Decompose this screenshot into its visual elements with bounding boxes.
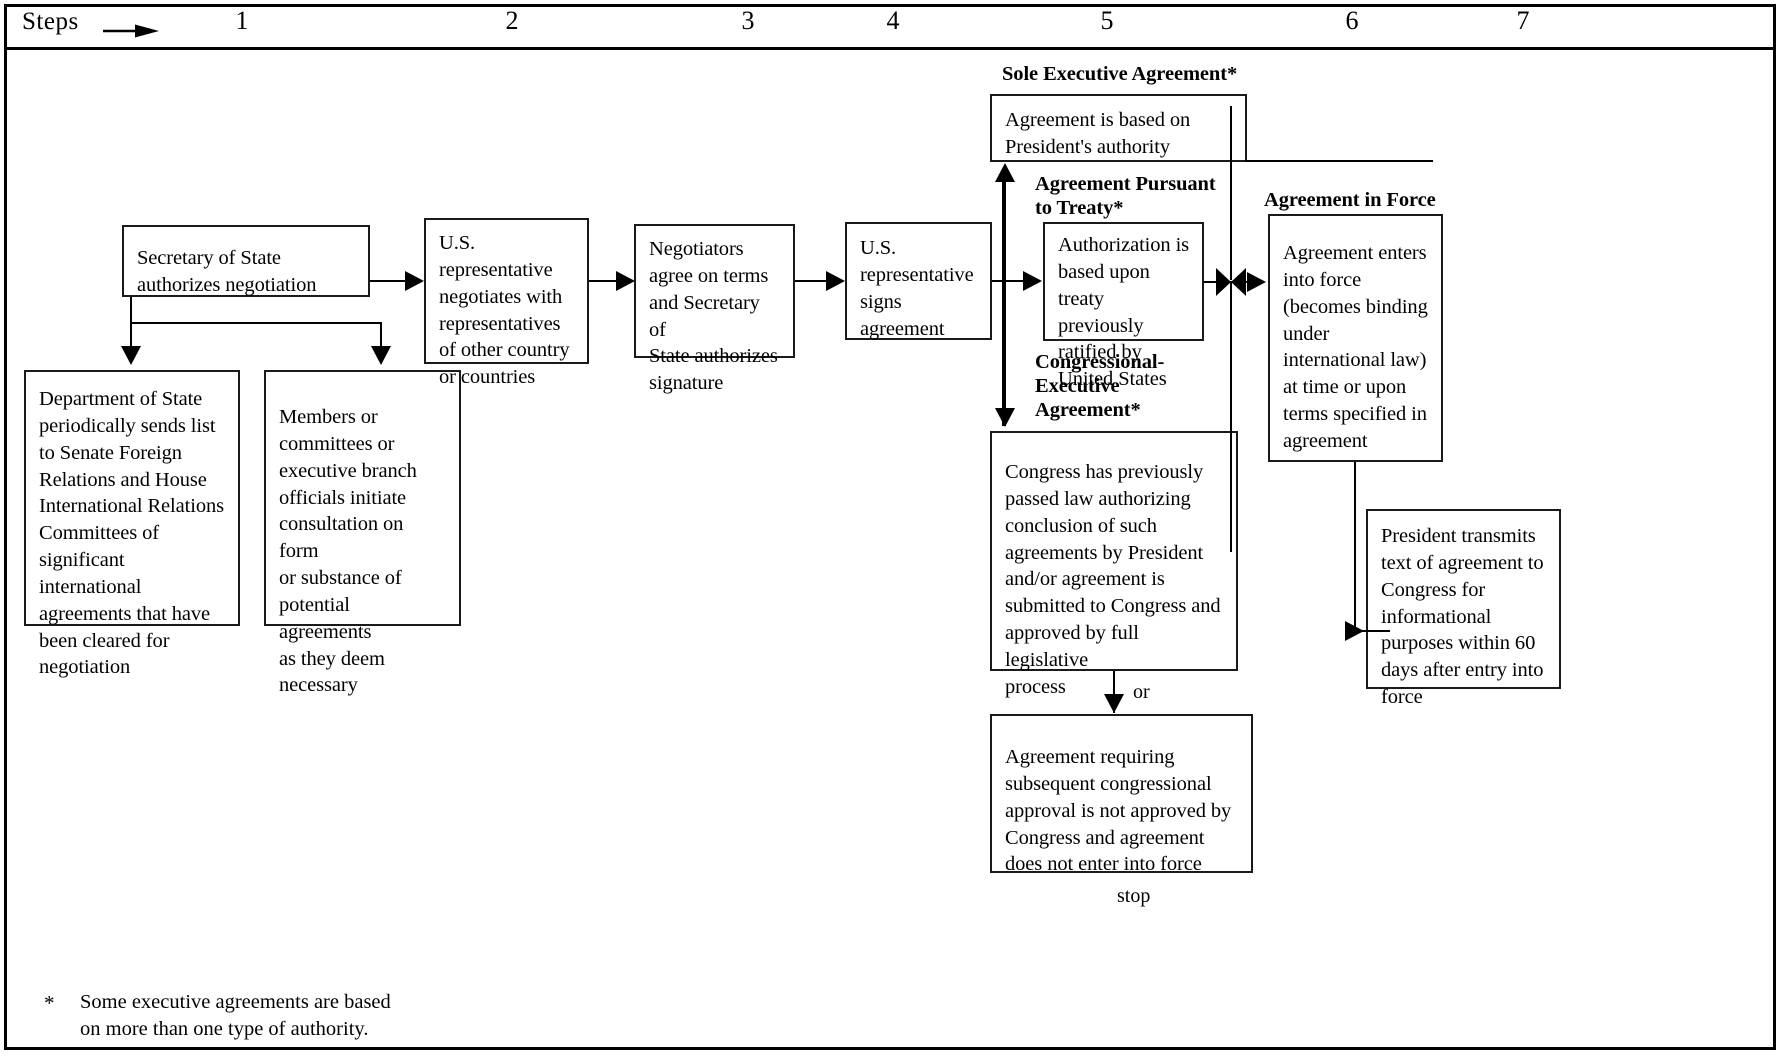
connector-secretary-to-usrep bbox=[370, 280, 408, 282]
caption-congressional-executive-agreement: Congressional- Executive Agreement* bbox=[1035, 351, 1165, 422]
box-congress-previously-passed-law: Congress has previously passed law autho… bbox=[990, 431, 1238, 698]
connector-label-or: or bbox=[1133, 681, 1150, 703]
arrowhead-down-icon bbox=[1104, 694, 1124, 713]
box-negotiators-agree-on-terms: Negotiators agree on terms and Secretary… bbox=[634, 224, 795, 394]
box-text: Agreement requiring subsequent congressi… bbox=[1005, 746, 1232, 876]
connector-negotiators-to-signs bbox=[795, 280, 830, 282]
arrowhead-right-icon bbox=[1247, 272, 1266, 292]
right-arrow-icon bbox=[103, 24, 159, 38]
step-number-3: 3 bbox=[741, 6, 755, 35]
merge-point-icon bbox=[1216, 268, 1246, 296]
box-text: Negotiators agree on terms and Secretary… bbox=[649, 238, 778, 395]
box-president-transmits-text: President transmits text of agreement to… bbox=[1366, 509, 1561, 708]
step-number-4: 4 bbox=[886, 6, 900, 35]
box-members-committees-consultation: Members or committees or executive branc… bbox=[264, 370, 461, 696]
arrowhead-right-icon bbox=[405, 271, 424, 291]
header-divider bbox=[7, 47, 1773, 50]
box-agreement-enters-into-force: Agreement enters into force (becomes bin… bbox=[1268, 214, 1443, 462]
box-text: Department of State periodically sends l… bbox=[39, 388, 224, 679]
box-text: Secretary of State authorizes negotiatio… bbox=[137, 247, 317, 296]
box-text: Authorization is based upon treaty previ… bbox=[1058, 234, 1190, 391]
connector-congressional-up-to-merge bbox=[1230, 281, 1232, 552]
connector-soleexec-to-merge-stub bbox=[1230, 106, 1232, 162]
caption-agreement-pursuant-to-treaty: Agreement Pursuant to Treaty* bbox=[1035, 173, 1216, 220]
box-agreement-not-approved: Agreement requiring subsequent congressi… bbox=[990, 714, 1253, 875]
connector-inforce-down2 bbox=[1354, 596, 1356, 632]
connector-soleexec-down-to-merge bbox=[1230, 158, 1232, 280]
box-text: Agreement enters into force (becomes bin… bbox=[1283, 242, 1428, 452]
arrowhead-down-icon bbox=[995, 408, 1015, 427]
box-text: President transmits text of agreement to… bbox=[1381, 525, 1544, 709]
box-text: U.S. representative negotiates with repr… bbox=[439, 232, 570, 389]
arrowhead-right-icon bbox=[826, 271, 845, 291]
arrowhead-up-icon bbox=[995, 163, 1015, 182]
steps-label: Steps bbox=[22, 8, 79, 35]
box-us-representative-negotiates: U.S. representative negotiates with repr… bbox=[424, 218, 589, 388]
box-text: U.S. representative signs agreement bbox=[860, 237, 974, 340]
box-department-of-state-sends-list: Department of State periodically sends l… bbox=[24, 370, 240, 678]
step-number-5: 5 bbox=[1100, 6, 1114, 35]
box-authorization-based-on-treaty: Authorization is based upon treaty previ… bbox=[1043, 222, 1204, 390]
connector-usrep-to-negotiators bbox=[589, 280, 624, 282]
arrowhead-down-icon bbox=[121, 346, 141, 365]
box-agreement-based-on-presidents-authority: Agreement is based on President's author… bbox=[990, 94, 1247, 162]
arrowhead-right-icon bbox=[616, 271, 635, 291]
caption-agreement-in-force: Agreement in Force bbox=[1264, 189, 1436, 211]
box-us-representative-signs: U.S. representative signs agreement bbox=[845, 222, 992, 340]
arrowhead-down-icon bbox=[371, 346, 391, 365]
connector-secretary-split-bar bbox=[130, 322, 382, 324]
connector-signs-to-treatybox bbox=[992, 280, 1040, 282]
connector-label-stop: stop bbox=[1117, 885, 1151, 907]
connector-inforce-vertical bbox=[1354, 463, 1356, 597]
connector-to-president-transmits bbox=[1354, 630, 1390, 632]
box-secretary-authorizes-negotiation: Secretary of State authorizes negotiatio… bbox=[122, 225, 370, 297]
connector-to-dept-state bbox=[130, 322, 132, 350]
footnote-marker: * bbox=[44, 991, 55, 1015]
step-number-1: 1 bbox=[235, 6, 249, 35]
connector-step5-vertical-bus bbox=[1002, 180, 1006, 426]
step-number-7: 7 bbox=[1516, 6, 1530, 35]
arrowhead-right-icon bbox=[1345, 621, 1364, 641]
connector-congress-to-notapproved bbox=[1113, 671, 1115, 713]
connector-to-members-committees bbox=[380, 322, 382, 350]
box-text: Congress has previously passed law autho… bbox=[1005, 461, 1221, 698]
box-text: Members or committees or executive branc… bbox=[279, 406, 417, 697]
footnote-text: Some executive agreements are based on m… bbox=[80, 991, 391, 1041]
caption-sole-executive-agreement: Sole Executive Agreement* bbox=[1002, 63, 1238, 85]
connector-secretary-down-stub bbox=[130, 297, 132, 324]
box-text: Agreement is based on President's author… bbox=[1005, 109, 1191, 158]
step-number-2: 2 bbox=[505, 6, 519, 35]
connector-soleexec-right bbox=[1245, 160, 1433, 162]
arrowhead-right-icon bbox=[1023, 271, 1042, 291]
step-number-6: 6 bbox=[1345, 6, 1359, 35]
